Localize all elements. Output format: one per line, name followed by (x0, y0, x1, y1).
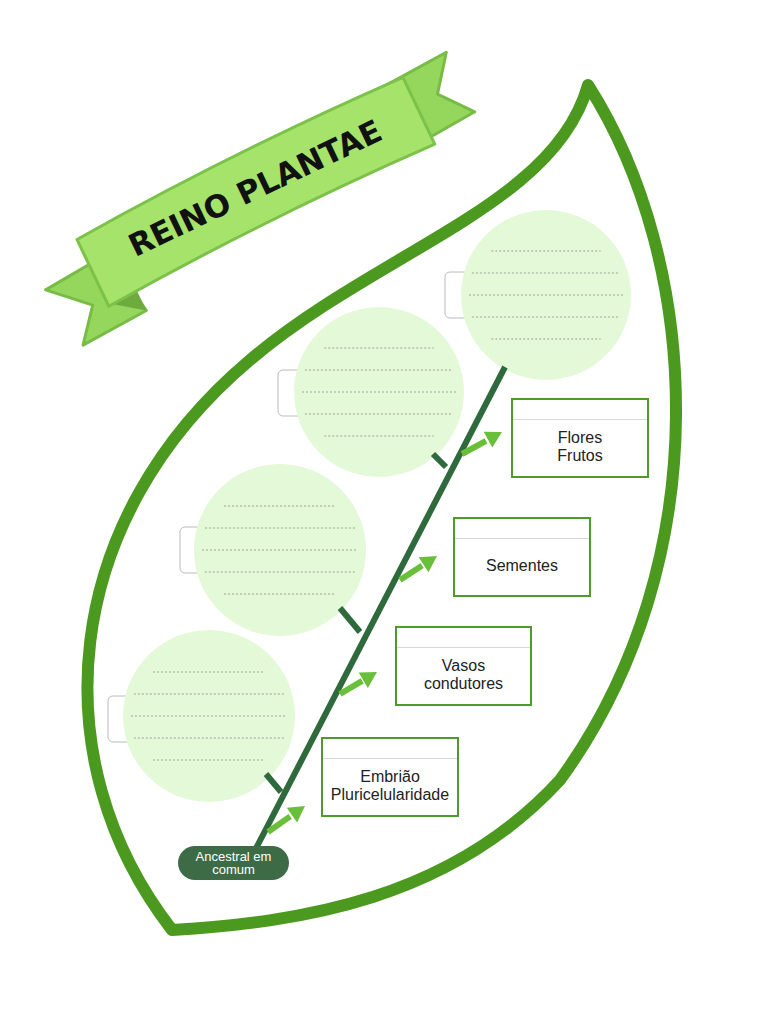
trait-box: Vasos condutores (395, 626, 532, 706)
node-label: Sementes (486, 557, 558, 575)
dotted-line (134, 738, 284, 739)
branch-arrow (268, 806, 305, 832)
dotted-line (491, 251, 600, 252)
dotted-line (153, 760, 265, 761)
dotted-line (205, 528, 355, 529)
dotted-line (472, 273, 620, 274)
ancestor-pill: Ancestral em comum (178, 846, 289, 880)
dotted-line (205, 572, 355, 573)
dotted-line (153, 672, 265, 673)
empty-circles (108, 210, 631, 802)
ribbon-banner (28, 52, 493, 349)
header-strip (455, 538, 589, 539)
dotted-line (491, 339, 600, 340)
dotted-line (131, 716, 287, 717)
dotted-line (324, 348, 433, 349)
dotted-line (324, 436, 433, 437)
branch-arrow (400, 556, 437, 580)
node-label: Ancestral em comum (185, 850, 283, 876)
dotted-line (472, 317, 620, 318)
trait-box: Sementes (453, 517, 591, 597)
dotted-line (224, 594, 336, 595)
cladogram-trunk (250, 367, 505, 860)
branch-arrow (462, 432, 502, 454)
dotted-line (302, 392, 456, 393)
dotted-line (224, 506, 336, 507)
node-label: Embrião Pluricelularidade (323, 768, 457, 804)
header-strip (397, 647, 530, 648)
dotted-line (469, 295, 623, 296)
dotted-line (305, 370, 453, 371)
dotted-line (134, 694, 284, 695)
node-label: Flores Frutos (540, 429, 620, 465)
trait-box: Flores Frutos (511, 398, 649, 478)
dotted-line (202, 550, 358, 551)
node-label: Vasos condutores (414, 657, 514, 693)
branch-arrow (340, 672, 377, 694)
header-strip (323, 758, 457, 759)
dotted-lines (131, 251, 623, 760)
dotted-line (305, 414, 453, 415)
leaf-outline (87, 85, 676, 930)
banner-title: REINO PLANTAE (98, 101, 411, 276)
header-strip (513, 419, 647, 420)
trait-box: Embrião Pluricelularidade (321, 737, 459, 817)
